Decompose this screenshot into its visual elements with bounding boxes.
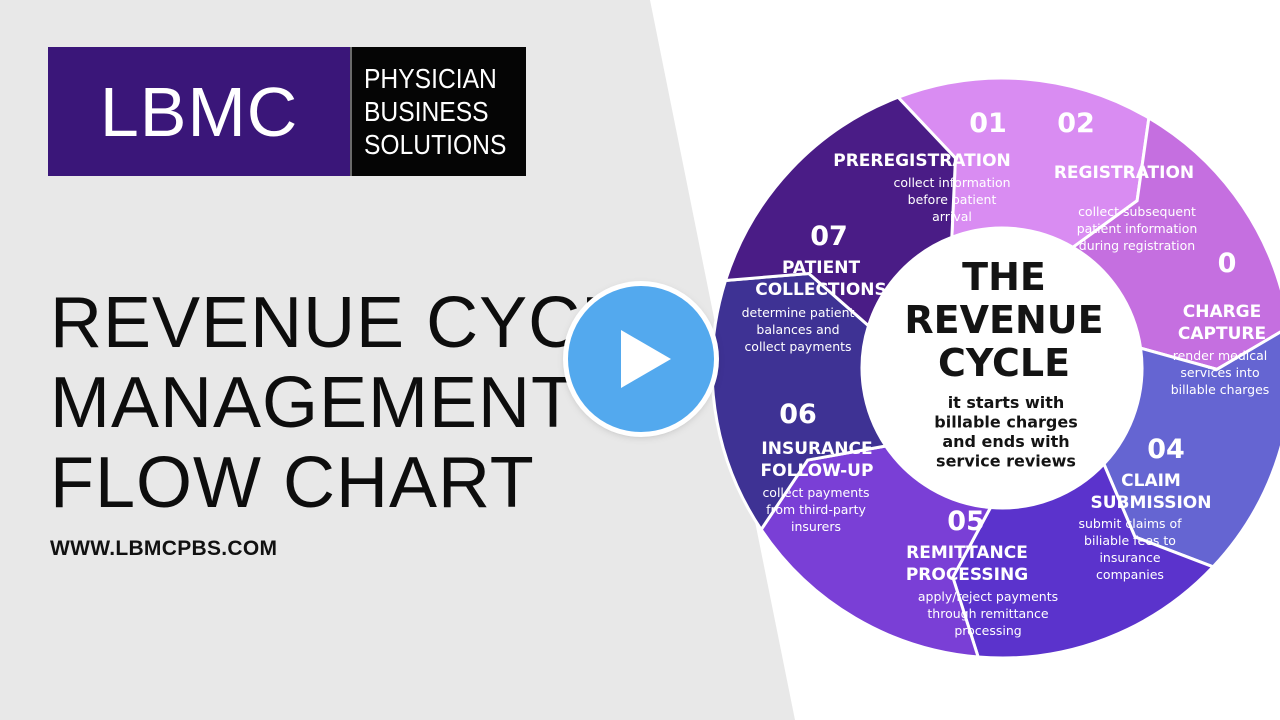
step-title: PREREGISTRATION [833, 151, 1011, 171]
step-number: 06 [779, 399, 817, 430]
cycle-segment [1102, 330, 1280, 569]
center-title: CYCLE [938, 341, 1070, 385]
logo-line-1: PHYSICIAN [364, 63, 498, 94]
step-description: biliable fees to [1084, 533, 1176, 548]
center-title: REVENUE [904, 298, 1103, 342]
center-subtitle: it starts with [948, 393, 1065, 412]
cycle-segment [895, 76, 1151, 250]
step-title: REMITTANCE [906, 543, 1028, 563]
step-description: arrival [932, 209, 972, 224]
step-description: during registration [1079, 238, 1195, 253]
headline-line-3: FLOW CHART [50, 443, 535, 523]
step-number: 01 [969, 108, 1007, 139]
step-description: apply/reject payments [918, 589, 1058, 604]
step-title: PATIENT [782, 258, 860, 278]
step-description: companies [1096, 567, 1164, 582]
step-number: 04 [1147, 434, 1185, 465]
step-description: collect payments [744, 339, 851, 354]
center-subtitle: billable charges [934, 413, 1077, 432]
logo-text-box: PHYSICIAN BUSINESS SOLUTIONS [350, 47, 526, 176]
center-title: THE [962, 255, 1046, 299]
step-description: patient information [1077, 221, 1198, 236]
play-icon [621, 330, 671, 388]
step-description: collect subsequent [1078, 204, 1196, 219]
step-description: through remittance [927, 606, 1049, 621]
headline-line-1: REVENUE CYCLE [50, 283, 672, 363]
cycle-segment [723, 95, 957, 329]
step-description: render medical [1173, 348, 1268, 363]
cycle-segment [951, 461, 1216, 660]
step-title: COLLECTIONS [755, 280, 887, 300]
step-title: PROCESSING [906, 565, 1028, 585]
step-description: balances and [756, 322, 839, 337]
step-title: REGISTRATION [1054, 163, 1194, 183]
step-title: CLAIM [1121, 471, 1181, 491]
step-number: 05 [947, 506, 985, 537]
step-title: INSURANCE [761, 439, 872, 459]
step-title: SUBMISSION [1091, 493, 1212, 513]
center-subtitle: service reviews [936, 452, 1076, 471]
headline: REVENUE CYCLE MANAGEMENT FLOW CHART [50, 283, 750, 523]
step-description: insurers [791, 519, 841, 534]
step-description: billable charges [1171, 382, 1270, 397]
step-description: services into [1180, 365, 1259, 380]
lbmc-logo: LBMC PHYSICIAN BUSINESS SOLUTIONS [48, 47, 526, 176]
step-description: insurance [1099, 550, 1160, 565]
step-description: before patient [908, 192, 997, 207]
step-number: 0 [1218, 248, 1237, 279]
cycle-segment [710, 271, 889, 533]
step-number: 02 [1057, 108, 1095, 139]
step-title: FOLLOW-UP [761, 461, 874, 481]
center-subtitle: and ends with [942, 432, 1069, 451]
cycle-segment [759, 444, 993, 659]
step-description: submit claims of [1078, 516, 1182, 531]
cycle-center [864, 230, 1140, 506]
logo-line-2: BUSINESS [364, 96, 489, 127]
logo-mark: LBMC [99, 72, 299, 151]
step-description: processing [954, 623, 1021, 638]
step-title: CHARGE [1183, 302, 1262, 322]
headline-line-2: MANAGEMENT [50, 363, 577, 443]
step-description: collect information [893, 175, 1010, 190]
step-description: collect payments [762, 485, 869, 500]
logo-mark-box: LBMC [48, 47, 351, 176]
step-number: 07 [810, 221, 848, 252]
website-url: WWW.LBMCPBS.COM [50, 537, 278, 560]
step-description: determine patient [742, 305, 855, 320]
cycle-segment [1070, 115, 1280, 371]
step-description: from third-party [766, 502, 866, 517]
logo-line-3: SOLUTIONS [364, 129, 507, 160]
play-button[interactable] [568, 286, 714, 432]
step-title: CAPTURE [1178, 324, 1266, 344]
